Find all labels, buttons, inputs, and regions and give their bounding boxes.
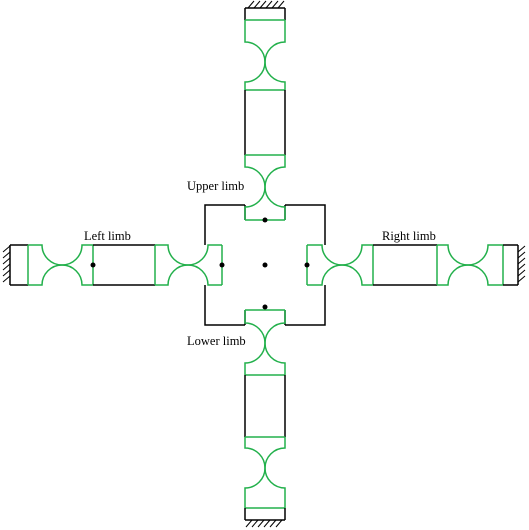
lower-ground-support: [244, 508, 286, 528]
lower-limb: [244, 304, 286, 528]
lower-outer-flexure-hinge: [244, 437, 286, 509]
left-limb: [2, 244, 225, 286]
lower-rigid-link: [244, 374, 286, 438]
upper-inner-flexure-hinge: [244, 155, 286, 221]
left-rigid-link: [93, 244, 156, 286]
left-inner-flexure-hinge: [155, 244, 223, 286]
right-inner-flexure-hinge: [306, 244, 373, 286]
right-limb: [304, 244, 526, 286]
right-limb-label: Right limb: [382, 229, 436, 243]
right-joint-dot: [304, 262, 310, 268]
left-limb-label: Left limb: [84, 229, 131, 243]
upper-ground-support: [244, 0, 286, 20]
lower-limb-label: Lower limb: [187, 334, 246, 348]
upper-limb: [244, 0, 286, 223]
lower-joint-dot: [262, 304, 268, 310]
upper-joint-dot: [262, 217, 268, 223]
upper-outer-flexure-hinge: [244, 19, 286, 90]
right-rigid-link: [372, 244, 438, 286]
left-inner-joint-dot: [219, 262, 225, 268]
upper-limb-label: Upper limb: [187, 179, 244, 193]
right-ground-support: [503, 244, 526, 286]
left-outer-joint-dot: [90, 262, 96, 268]
left-ground-support: [2, 244, 28, 286]
left-outer-flexure-hinge: [27, 244, 94, 286]
platform-center-dot: [262, 262, 268, 268]
upper-rigid-link: [244, 89, 286, 156]
lower-inner-flexure-hinge: [244, 309, 286, 375]
right-outer-flexure-hinge: [437, 244, 504, 286]
